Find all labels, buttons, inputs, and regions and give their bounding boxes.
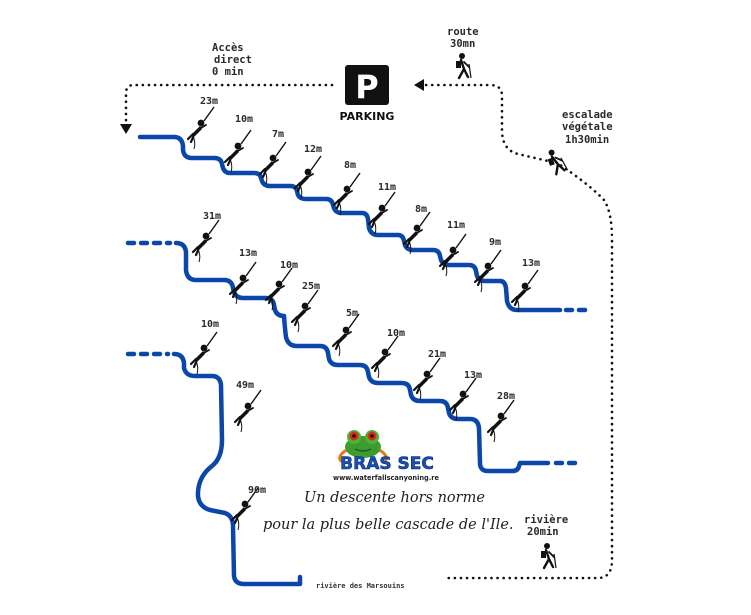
rappel-4: 12m — [293, 144, 323, 200]
river-walk-line2: 20min — [527, 526, 559, 538]
parking-symbol: P — [355, 68, 378, 106]
access-line1: Accès — [212, 42, 244, 54]
abseiler-icon — [332, 171, 362, 217]
abseiler-icon — [370, 334, 400, 380]
rappel-12: 13m — [228, 248, 258, 306]
rappel-height-label: 25m — [302, 281, 320, 292]
rappel-13: 10m — [264, 260, 298, 312]
rappel-2: 10m — [223, 114, 253, 174]
trail-vegetal-climb — [443, 160, 614, 580]
rappel-height-label: 12m — [304, 144, 322, 155]
rappel-height-label: 8m — [415, 204, 427, 215]
abseiler-icon — [290, 288, 320, 334]
rappel-height-label: 11m — [447, 220, 465, 231]
rappel-height-label: 9m — [489, 237, 501, 248]
trail-road — [418, 83, 554, 164]
abseiler-icon — [233, 388, 263, 434]
rappel-height-label: 49m — [236, 380, 254, 391]
rappel-1: 23m — [186, 96, 218, 151]
rappel-markers: 23m 10m 7m 12m 8m 11m 8m 11m 9m 13m 31m 13m 10m 25m 5m… — [186, 96, 540, 532]
rappel-height-label: 10m — [201, 319, 219, 330]
rappel-22: 90m — [230, 485, 266, 532]
rappel-17: 21m — [412, 349, 446, 402]
rappel-height-label: 31m — [203, 211, 221, 222]
rappel-height-label: 10m — [280, 260, 298, 271]
rappel-height-label: 13m — [522, 258, 540, 269]
hiker-icon — [454, 51, 473, 80]
climb-line1: escalade — [562, 109, 613, 121]
access-line2: direct — [214, 54, 252, 66]
parking-sign-icon[interactable]: P — [345, 65, 389, 106]
abseiler-icon — [448, 376, 478, 422]
rappel-16: 10m — [370, 328, 405, 380]
rappel-height-label: 10m — [235, 114, 253, 125]
rappel-6: 11m — [367, 182, 397, 236]
abseiler-icon — [186, 105, 216, 151]
rappel-21: 49m — [233, 380, 263, 434]
rappel-18: 13m — [448, 370, 482, 422]
abseiler-icon — [189, 330, 219, 376]
hiker-icon — [539, 541, 558, 570]
rappel-height-label: 28m — [497, 391, 515, 402]
rappel-3: 7m — [258, 129, 288, 186]
rappel-height-label: 5m — [346, 308, 358, 319]
trail-access — [124, 83, 334, 128]
river-band-1 — [137, 134, 563, 313]
abseiler-icon — [264, 266, 294, 312]
brand-url: www.waterfallscanyoning.re — [333, 474, 440, 482]
abseiler-icon — [510, 268, 540, 314]
road-line2: 30mn — [450, 38, 475, 50]
hiker-icon — [543, 145, 569, 177]
climb-line3: 1h30min — [565, 134, 609, 146]
rappel-height-label: 23m — [200, 96, 218, 107]
access-line3: 0 min — [212, 66, 244, 78]
rappel-height-label: 13m — [464, 370, 482, 381]
rappel-11: 31m — [191, 211, 221, 264]
abseiler-icon — [367, 190, 397, 236]
rappel-14: 25m — [290, 281, 320, 334]
climb-line2: végétale — [562, 121, 613, 133]
abseiler-icon — [223, 128, 253, 174]
abseiler-icon — [473, 248, 503, 294]
abseiler-icon — [412, 356, 442, 402]
rappel-19: 28m — [486, 391, 516, 444]
river-band-3 — [171, 351, 303, 587]
rappel-height-label: 10m — [387, 328, 405, 339]
river-name-label: rivière des Marsouins — [316, 582, 405, 590]
abseiler-icon — [438, 232, 468, 278]
rappel-height-label: 90m — [248, 485, 266, 496]
parking-label: PARKING — [340, 110, 395, 123]
rappel-8: 11m — [438, 220, 468, 278]
river-walk-label: rivière 20min — [524, 514, 575, 538]
rappel-height-label: 7m — [272, 129, 284, 140]
road-label: route 30mn — [447, 26, 485, 50]
abseiler-icon — [331, 312, 361, 358]
parking-arrow-icon — [414, 79, 424, 91]
rappel-20: 10m — [189, 319, 219, 376]
rappel-height-label: 21m — [428, 349, 446, 360]
frog-logo-icon — [338, 430, 388, 463]
abseiler-icon — [191, 218, 221, 264]
rappel-5: 8m — [332, 160, 362, 217]
tagline-line2: pour la plus belle cascade de l'Ile. — [263, 517, 514, 533]
river-walk-line1: rivière — [524, 514, 568, 526]
rappel-height-label: 11m — [378, 182, 396, 193]
tagline-line1: Un descente hors norme — [304, 490, 485, 506]
abseiler-icon — [258, 140, 288, 186]
rappel-10: 13m — [510, 258, 540, 314]
rappel-15: 5m — [331, 308, 361, 358]
rappel-7: 8m — [402, 204, 432, 256]
rappel-height-label: 8m — [344, 160, 356, 171]
access-arrow-icon — [120, 124, 132, 134]
road-line1: route — [447, 26, 479, 38]
climb-label: escalade végétale 1h30min — [562, 109, 619, 146]
abseiler-icon — [486, 398, 516, 444]
rappel-height-label: 13m — [239, 248, 257, 259]
access-label: Accès direct 0 min — [212, 42, 258, 78]
rappel-9: 9m — [473, 237, 503, 294]
brand-name: BRAS SEC — [340, 454, 434, 474]
